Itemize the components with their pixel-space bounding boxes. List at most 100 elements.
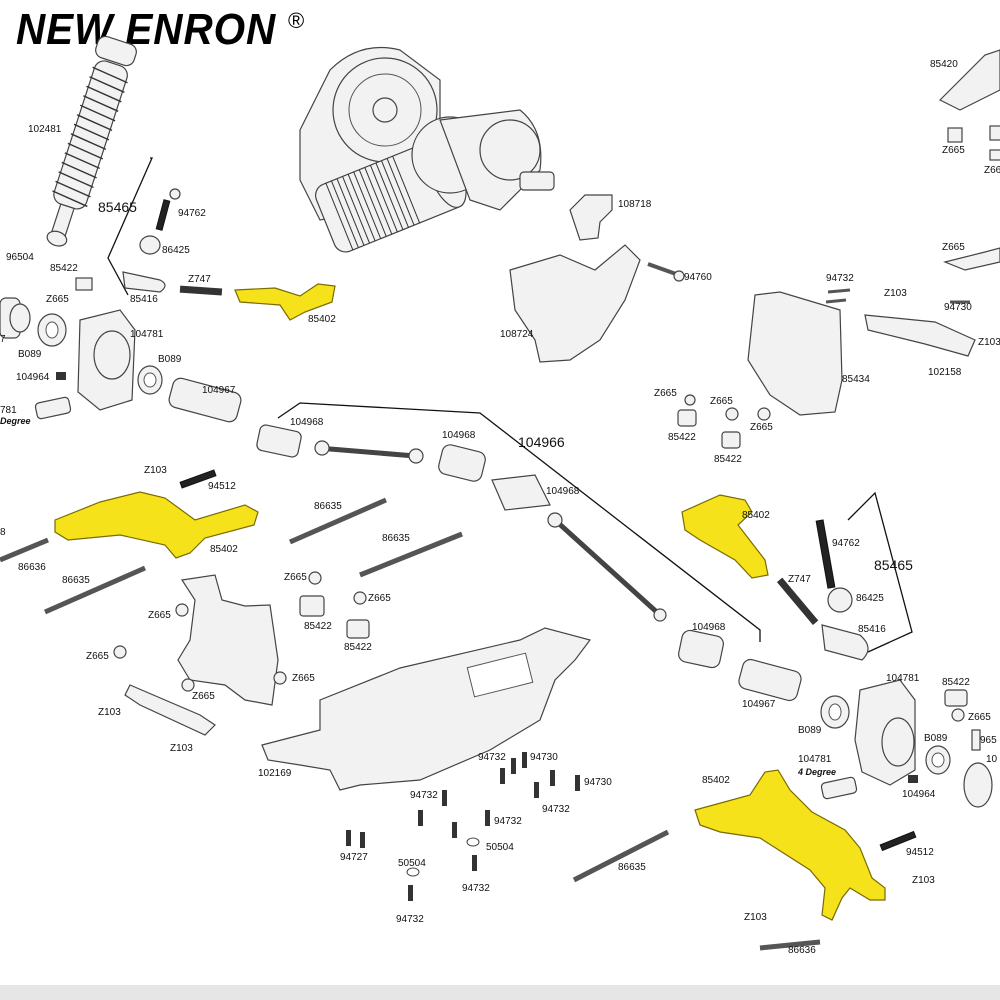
part-labels: 102481 85465 94762 86425 85416 Z747 8540… xyxy=(0,59,1000,956)
ball-86425-right xyxy=(827,587,853,613)
label-8-edge: 8 xyxy=(0,527,6,538)
screw-94760 xyxy=(647,262,685,282)
hinge-pin-86635-a xyxy=(288,497,388,545)
label-94512-l: 94512 xyxy=(208,481,236,492)
label-b089-right2: B089 xyxy=(924,733,948,744)
label-85422-c2: 85422 xyxy=(344,642,372,653)
label-50504-1: 50504 xyxy=(486,842,514,853)
label-85402-upper-right: 85402 xyxy=(742,510,770,521)
label-z665-c2: Z665 xyxy=(368,593,391,604)
turnbuckle-z747-right xyxy=(776,577,819,626)
label-85402-upper-left: 85402 xyxy=(308,314,336,325)
label-104968-b: 104968 xyxy=(442,430,476,441)
label-85420: 85420 xyxy=(930,59,958,70)
label-z66-tr2: Z66 xyxy=(984,165,1000,176)
label-z665-tr1: Z665 xyxy=(942,145,965,156)
label-104968-c: 104968 xyxy=(546,486,580,497)
label-z665-c6: Z665 xyxy=(192,691,215,702)
rod-85420 xyxy=(938,49,1000,111)
label-104967-right: 104967 xyxy=(742,699,776,710)
label-965-edge: 965 xyxy=(980,735,997,746)
label-94732-3: 94732 xyxy=(542,804,570,815)
label-85422-left: 85422 xyxy=(50,263,78,274)
hinge-pin-86635-d xyxy=(572,829,670,883)
label-z103-c1: Z103 xyxy=(98,707,121,718)
label-z665-m2: Z665 xyxy=(710,396,733,407)
label-94512-right: 94512 xyxy=(906,847,934,858)
label-z103-c2: Z103 xyxy=(170,743,193,754)
label-94732-tr: 94732 xyxy=(826,273,854,284)
bulkhead xyxy=(177,574,279,706)
label-85402-lower-left: 85402 xyxy=(210,544,238,555)
label-104966: 104966 xyxy=(518,434,565,450)
label-85416-left: 85416 xyxy=(130,294,158,305)
label-86425-right: 86425 xyxy=(856,593,884,604)
left-hub-assembly xyxy=(0,277,242,423)
label-85422-m2: 85422 xyxy=(714,454,742,465)
screw-94762-right xyxy=(815,519,836,589)
label-z103-right: Z103 xyxy=(912,875,935,886)
label-4-degree-right: 4 Degree xyxy=(797,767,836,777)
label-104967-left: 104967 xyxy=(202,385,236,396)
shock-tower xyxy=(747,291,843,416)
label-94730-1: 94730 xyxy=(530,752,558,763)
bracket-line-right xyxy=(847,491,913,653)
label-94727: 94727 xyxy=(340,852,368,863)
upper-arm-85402-left xyxy=(234,283,336,321)
label-94762-right: 94762 xyxy=(832,538,860,549)
label-z665-c5: Z665 xyxy=(292,673,315,684)
hinge-pin-86636-b xyxy=(759,939,821,951)
screw-94512-right xyxy=(879,830,917,852)
label-z665-m3: Z665 xyxy=(750,422,773,433)
hinge-pin-86636-a xyxy=(0,537,49,563)
label-z103-tr: Z103 xyxy=(884,288,907,299)
label-b089-left: B089 xyxy=(18,349,42,360)
hinge-pin-86635-c xyxy=(43,565,147,615)
label-85465-left: 85465 xyxy=(98,199,137,215)
label-z665-right: Z665 xyxy=(968,712,991,723)
label-7-edge: 7 xyxy=(0,334,6,345)
label-94730-tr: 94730 xyxy=(944,302,972,313)
label-z665-c3: Z665 xyxy=(148,610,171,621)
label-86635-d: 86635 xyxy=(618,862,646,873)
label-85434: 85434 xyxy=(842,374,870,385)
rod-end-85416-left xyxy=(122,271,166,293)
label-z747-left: Z747 xyxy=(188,274,211,285)
label-85422-m1: 85422 xyxy=(668,432,696,443)
upper-arm-85402-right xyxy=(681,494,769,579)
label-86635-c: 86635 xyxy=(62,575,90,586)
label-z103-l: Z103 xyxy=(144,465,167,476)
chassis-screws xyxy=(346,752,580,901)
link-z103 xyxy=(124,684,216,736)
label-94732-1: 94732 xyxy=(478,752,506,763)
lower-arm-85402-right xyxy=(694,769,886,921)
label-94732-4: 94732 xyxy=(494,816,522,827)
mount-plate xyxy=(509,244,641,363)
label-b089-right: B089 xyxy=(798,725,822,736)
shock-absorber xyxy=(46,35,137,247)
registered-mark: ® xyxy=(288,8,305,33)
label-94762-left: 94762 xyxy=(178,208,206,219)
label-85422-right: 85422 xyxy=(942,677,970,688)
screw-94762-left xyxy=(155,199,171,231)
label-96504: 96504 xyxy=(6,252,34,263)
label-86636-b: 86636 xyxy=(788,945,816,956)
brand-logo: NEW ENRON xyxy=(16,5,277,54)
driveshaft-right xyxy=(491,474,724,669)
label-86425-left: 86425 xyxy=(162,245,190,256)
label-z665-c1: Z665 xyxy=(284,572,307,583)
right-hub-assembly xyxy=(820,679,993,808)
bottom-bar xyxy=(0,985,1000,1000)
link-102158 xyxy=(864,314,976,357)
label-104964-left: 104964 xyxy=(16,372,50,383)
screw-94512-left xyxy=(179,469,217,489)
label-b089-left2: B089 xyxy=(158,354,182,365)
label-86635-a: 86635 xyxy=(314,501,342,512)
label-104781-left: 104781 xyxy=(130,329,164,340)
label-85422-c1: 85422 xyxy=(304,621,332,632)
turnbuckle-z747-left xyxy=(179,285,223,296)
label-102158: 102158 xyxy=(928,367,962,378)
label-781-edge: 781 xyxy=(0,405,17,416)
label-z665-left: Z665 xyxy=(46,294,69,305)
label-z747-right: Z747 xyxy=(788,574,811,585)
